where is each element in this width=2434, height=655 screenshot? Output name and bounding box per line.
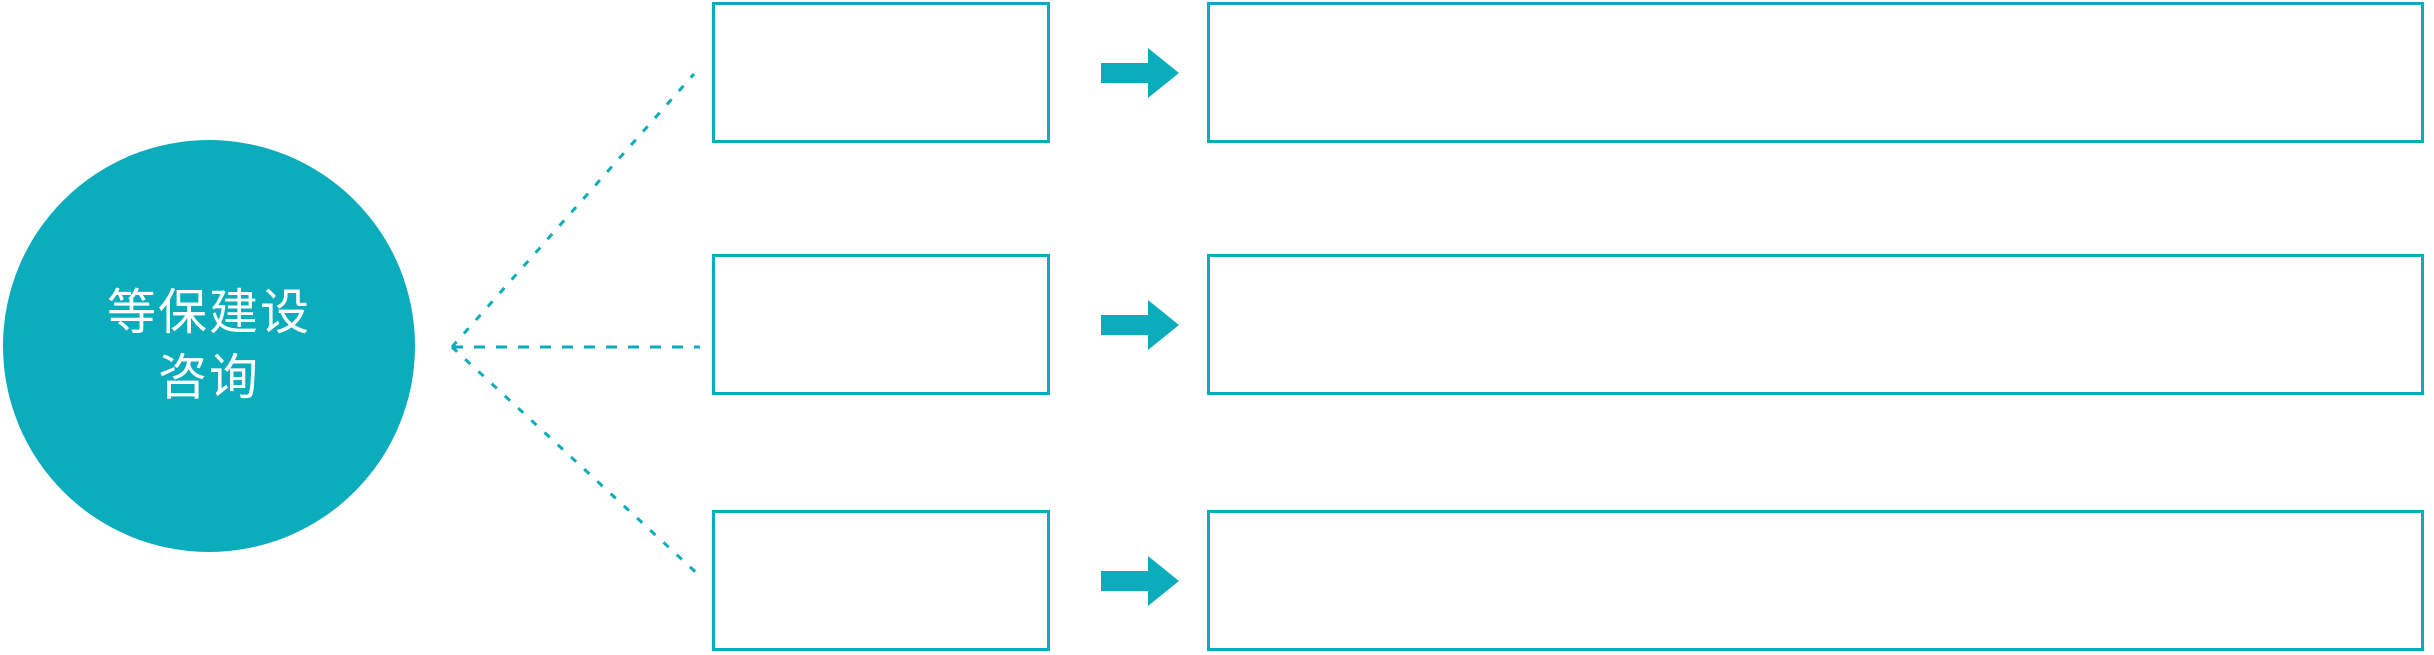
row-3-label-box[interactable] — [712, 510, 1050, 651]
row-3-detail-text — [1210, 513, 2421, 533]
row-3-right-arrow-icon — [1101, 556, 1179, 606]
row-1-detail-box[interactable] — [1207, 2, 2424, 143]
hub-label-line-2: 咨询 — [157, 351, 260, 405]
row-2-detail-text — [1210, 257, 2421, 277]
row-3-detail-box[interactable] — [1207, 510, 2424, 651]
row-1-detail-text — [1210, 5, 2421, 25]
row-2-label-box[interactable] — [712, 254, 1050, 395]
row-1-right-arrow-icon — [1101, 48, 1179, 98]
row-2-right-arrow-icon — [1101, 300, 1179, 350]
hub-label-line-1: 等保建设 — [106, 286, 311, 341]
branch-row-1 — [0, 0, 2434, 150]
row-2-label-text — [715, 257, 1047, 277]
branch-row-3 — [0, 508, 2434, 655]
hub-circle[interactable]: 等保建设 咨询 — [3, 140, 415, 552]
row-1-label-text — [715, 5, 1047, 25]
row-1-label-box[interactable] — [712, 2, 1050, 143]
row-3-label-text — [715, 513, 1047, 533]
branch-row-2 — [0, 252, 2434, 402]
row-2-detail-box[interactable] — [1207, 254, 2424, 395]
